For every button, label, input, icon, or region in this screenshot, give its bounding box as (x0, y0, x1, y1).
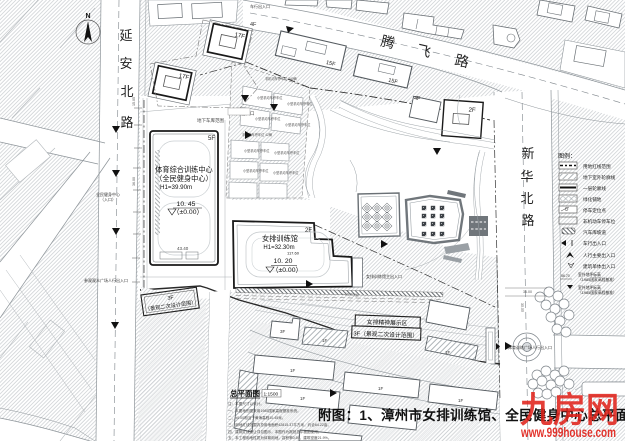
svg-text:地下室外轮廓线: 地下室外轮廓线 (583, 174, 616, 181)
svg-text:小型机动车停车位: 小型机动车停车位 (285, 122, 311, 127)
svg-text:北: 北 (520, 191, 533, 206)
svg-text:36.00: 36.00 (132, 177, 136, 186)
svg-text:室外地坪标高: 室外地坪标高 (578, 272, 601, 277)
svg-text:四、建筑红线退让详见图示，本图作为报批总平面图使用。: 四、建筑红线退让详见图示，本图作为报批总平面图使用。 (228, 429, 321, 434)
svg-text:用地红线范围: 用地红线范围 (583, 163, 611, 170)
svg-text:--10.70米: --10.70米 (342, 290, 359, 298)
svg-text:全民健身中心: 全民健身中心 (96, 191, 120, 197)
svg-text:1F: 1F (378, 386, 384, 391)
svg-text:43.40: 43.40 (177, 246, 189, 251)
svg-text:（1985国家高程基准）: （1985国家高程基准） (578, 290, 617, 295)
svg-text:3F: 3F (167, 295, 174, 302)
svg-text:（全民健身中心）: （全民健身中心） (155, 174, 213, 183)
svg-text:15.05: 15.05 (132, 97, 136, 106)
svg-text:体育训练广场人行出入口: 体育训练广场人行出入口 (508, 344, 552, 350)
svg-text:腾: 腾 (379, 33, 396, 52)
svg-text:N: N (85, 13, 90, 20)
svg-text:4F: 4F (414, 96, 421, 102)
svg-text:体育综合训练中心: 体育综合训练中心 (155, 165, 213, 174)
svg-text:小型机动车停车位: 小型机动车停车位 (287, 101, 313, 106)
svg-text:北: 北 (120, 84, 133, 99)
svg-text:1F: 1F (300, 396, 306, 401)
svg-text:1F: 1F (458, 398, 464, 403)
svg-text:小型机动车停车位: 小型机动车停车位 (243, 168, 269, 173)
svg-text:（±0.00）: （±0.00） (272, 266, 303, 274)
svg-text:华: 华 (520, 169, 533, 184)
svg-text:www.999house.com: www.999house.com (520, 425, 616, 440)
svg-text:17F: 17F (234, 32, 246, 40)
svg-text:女排精神展示区: 女排精神展示区 (367, 318, 408, 327)
svg-text:2F: 2F (305, 228, 312, 234)
svg-text:4F: 4F (250, 22, 257, 28)
svg-text:汽车库坡道: 汽车库坡道 (583, 229, 606, 236)
svg-text:1:1500: 1:1500 (264, 392, 279, 398)
svg-text:1F: 1F (445, 350, 451, 355)
svg-text:10. 20: 10. 20 (274, 258, 293, 265)
svg-text:安: 安 (119, 56, 132, 71)
svg-text:附图：1、漳州市女排训练馆、全民健身中心总平面图: 附图：1、漳州市女排训练馆、全民健身中心总平面图 (318, 407, 625, 423)
svg-text:H1=39.90m: H1=39.90m (160, 184, 192, 191)
svg-text:3F（景观二次设计范围）: 3F（景观二次设计范围） (353, 329, 418, 339)
svg-text:2F: 2F (468, 107, 476, 113)
svg-text:小型机动车停车位: 小型机动车停车位 (274, 150, 300, 155)
svg-text:路: 路 (521, 213, 534, 228)
svg-text:九房网: 九房网 (520, 391, 619, 430)
svg-text:30.00: 30.00 (520, 303, 524, 312)
svg-text:一层轮廓线: 一层轮廓线 (583, 185, 606, 192)
svg-text:女排训练馆: 女排训练馆 (262, 234, 298, 243)
svg-text:建筑单体出入口: 建筑单体出入口 (583, 263, 616, 270)
svg-text:15F: 15F (325, 60, 336, 68)
svg-text:新: 新 (521, 146, 534, 161)
svg-text:女排训练馆主出入口: 女排训练馆主出入口 (366, 273, 402, 279)
svg-text:15F: 15F (388, 78, 399, 86)
svg-text:H1=32.30m: H1=32.30m (263, 245, 294, 251)
svg-text:路: 路 (120, 115, 133, 130)
svg-text:总平面图: 总平面图 (230, 388, 260, 398)
svg-text:参观观众广场人行出入口: 参观观众广场人行出入口 (84, 277, 128, 283)
svg-text:10. 45: 10. 45 (177, 201, 196, 208)
svg-text:人行主要出入口: 人行主要出入口 (583, 252, 616, 259)
svg-text:小型机动车停车位: 小型机动车停车位 (257, 95, 283, 100)
svg-text:1F: 1F (290, 368, 296, 373)
svg-text:小型机动车停车位: 小型机动车停车位 (255, 116, 281, 121)
svg-text:5F: 5F (208, 136, 215, 142)
svg-text:图例：: 图例： (558, 152, 576, 160)
svg-text:延: 延 (119, 28, 132, 43)
svg-text:二、±0.00相当于黄海高程10.45米。: 二、±0.00相当于黄海高程10.45米。 (228, 415, 286, 420)
svg-text:室外地坪标高: 室外地坪标高 (578, 285, 601, 290)
svg-text:小型机动车停车位: 小型机动车停车位 (273, 170, 299, 175)
svg-text:（入口）: （入口） (100, 197, 116, 202)
svg-text:（±0.00）: （±0.00） (173, 208, 204, 216)
svg-text:一、本图地形图采用1985国家高程基准系统。: 一、本图地形图采用1985国家高程基准系统。 (228, 408, 301, 413)
svg-text:小型机动车停车位: 小型机动车停车位 (244, 148, 270, 153)
svg-text:非机动车停车位: 非机动车停车位 (583, 218, 616, 225)
svg-text:非机动车停车位 42辆: 非机动车停车位 42辆 (242, 132, 273, 137)
svg-text:地下车库范围: 地下车库范围 (197, 117, 224, 124)
svg-text:117.60: 117.60 (287, 251, 300, 256)
svg-text:飞: 飞 (415, 42, 432, 61)
svg-text:3F: 3F (280, 329, 286, 334)
svg-text:17F: 17F (178, 73, 190, 81)
svg-text:五、本工程用地性质为体育用地，容积率0.59，建筑密度21.: 五、本工程用地性质为体育用地，容积率0.59，建筑密度21.9%。 (228, 435, 331, 440)
svg-text:停车定位点: 停车定位点 (583, 207, 606, 214)
svg-text:车行出入口: 车行出入口 (583, 240, 606, 247)
svg-text:非机动车停车位 240辆: 非机动车停车位 240辆 (265, 76, 298, 81)
svg-text:车行出入口: 车行出入口 (250, 3, 270, 9)
svg-text:56.70: 56.70 (561, 274, 570, 278)
svg-text:三、用地红线范围内总用地面积42815.37平方米，约合64: 三、用地红线范围内总用地面积42815.37平方米，约合64.22亩。 (228, 422, 331, 427)
svg-text:（1985国家高程基准）: （1985国家高程基准） (578, 277, 617, 282)
svg-text:路: 路 (453, 52, 470, 71)
svg-text:1F: 1F (322, 338, 328, 343)
svg-text:36.00: 36.00 (523, 290, 532, 294)
svg-text:绿化铺地: 绿化铺地 (583, 196, 602, 203)
svg-text:注：本图尺寸以米计。: 注：本图尺寸以米计。 (228, 401, 264, 406)
